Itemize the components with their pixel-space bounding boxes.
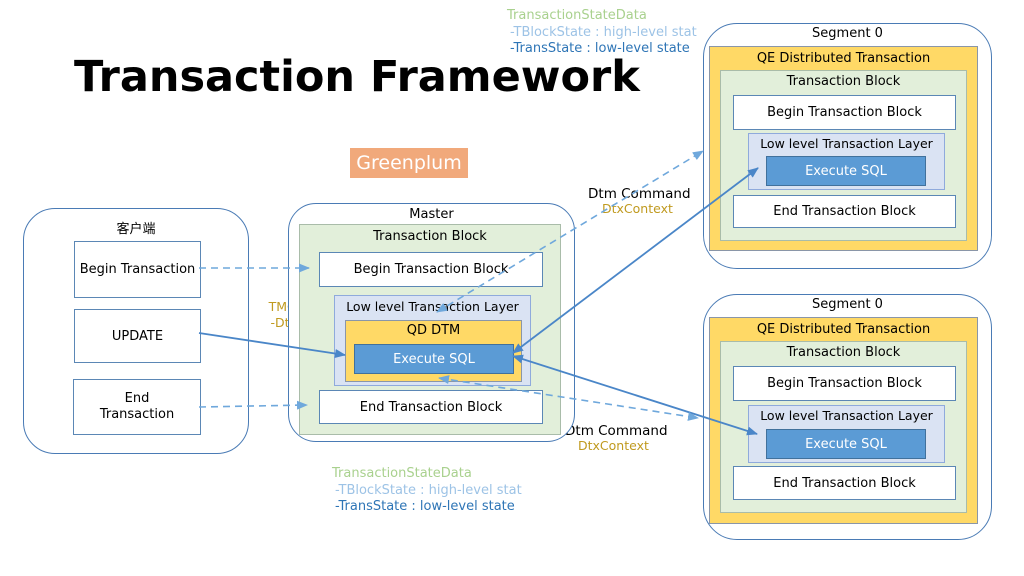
segment-execute-sql-box: Execute SQL [766, 429, 926, 459]
segment-execute-sql-box: Execute SQL [766, 156, 926, 186]
segment-label: Segment 0 [812, 297, 883, 312]
dtm-command-label: Dtm Command [588, 186, 691, 202]
segment-transaction-block: Transaction Block Begin Transaction Bloc… [720, 341, 967, 513]
dtx-context-label: DtxContext [602, 201, 673, 216]
segment-begin-transaction-block: Begin Transaction Block [733, 366, 956, 401]
segment-low-level-layer: Low level Transaction Layer Execute SQL [748, 405, 945, 463]
annotation-dtm-top: Dtm Command DtxContext [588, 186, 691, 216]
master-label: Master [409, 207, 454, 222]
annotation-line: -TransState : low-level state [335, 499, 515, 514]
master-low-level-layer: Low level Transaction Layer QD DTM Execu… [334, 295, 531, 386]
master-execute-sql-box: Execute SQL [354, 344, 514, 374]
qe-distributed-transaction: QE Distributed Transaction Transaction B… [709, 317, 978, 524]
annotation-state-top: TransactionStateData -TBlockState : high… [507, 8, 697, 58]
segment-end-transaction-block: End Transaction Block [733, 195, 956, 228]
dtm-command-label: Dtm Command [565, 423, 668, 439]
low-level-layer-label: Low level Transaction Layer [346, 299, 519, 314]
segment-end-transaction-block: End Transaction Block [733, 466, 956, 500]
annotation-dtm-bottom: Dtm Command DtxContext [565, 423, 668, 453]
segment-top-container: Segment 0 QE Distributed Transaction Tra… [703, 23, 992, 269]
annotation-line: -TransState : low-level state [510, 41, 690, 56]
page-title: Transaction Framework [74, 52, 640, 102]
client-end-transaction-box: End Transaction [73, 379, 201, 435]
client-label: 客户端 [116, 222, 156, 237]
annotation-line: TransactionStateData [507, 8, 647, 23]
client-update-box: UPDATE [74, 309, 201, 363]
qe-label: QE Distributed Transaction [756, 322, 931, 337]
annotation-line: -TBlockState : high-level stat [510, 24, 697, 40]
annotation-line: -TBlockState : high-level stat [335, 482, 522, 498]
segment-label: Segment 0 [812, 26, 883, 41]
greenplum-badge: Greenplum [350, 148, 468, 178]
qd-dtm-box: QD DTM Execute SQL [345, 320, 522, 382]
segment-begin-transaction-block: Begin Transaction Block [733, 95, 956, 130]
transaction-block-label: Transaction Block [373, 229, 487, 244]
low-level-layer-label: Low level Transaction Layer [760, 408, 933, 423]
clipped-text-artifact: TransactionStateData [505, 0, 705, 3]
segment-bottom-container: Segment 0 QE Distributed Transaction Tra… [703, 294, 992, 540]
transaction-block-label: Transaction Block [786, 74, 901, 89]
client-container: 客户端 Begin Transaction UPDATE End Transac… [23, 208, 249, 454]
segment-low-level-layer: Low level Transaction Layer Execute SQL [748, 133, 945, 190]
transaction-block-label: Transaction Block [786, 345, 901, 360]
master-container: Master Transaction Block Begin Transacti… [288, 203, 575, 442]
qe-distributed-transaction: QE Distributed Transaction Transaction B… [709, 46, 978, 251]
master-transaction-block: Transaction Block Begin Transaction Bloc… [299, 224, 561, 435]
segment-transaction-block: Transaction Block Begin Transaction Bloc… [720, 70, 967, 241]
qe-label: QE Distributed Transaction [756, 51, 931, 66]
master-begin-transaction-block: Begin Transaction Block [319, 252, 543, 287]
annotation-line: TransactionStateData [332, 466, 472, 481]
master-end-transaction-block: End Transaction Block [319, 390, 543, 424]
annotation-state-bottom: TransactionStateData -TBlockState : high… [332, 466, 522, 516]
qd-dtm-label: QD DTM [406, 323, 461, 338]
dtx-context-label: DtxContext [578, 438, 649, 453]
client-begin-transaction-box: Begin Transaction [74, 241, 201, 298]
low-level-layer-label: Low level Transaction Layer [760, 136, 933, 151]
